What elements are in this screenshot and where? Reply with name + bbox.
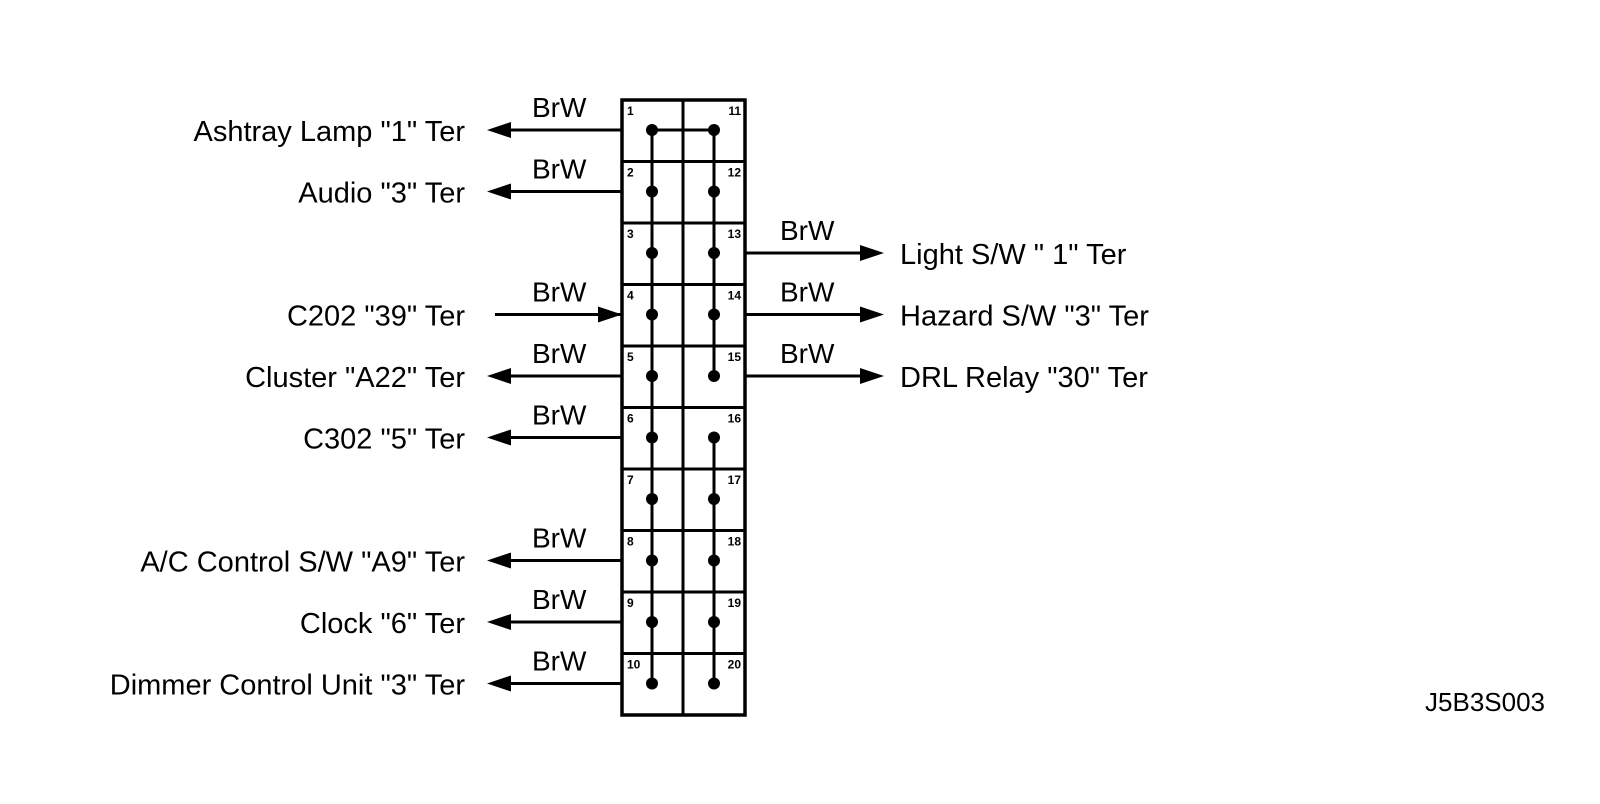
junction-dot: [646, 431, 658, 444]
pin-number: 4: [627, 289, 634, 303]
wire-color-label: BrW: [532, 92, 587, 123]
junction-dot: [708, 431, 720, 444]
pin-number: 13: [728, 227, 742, 241]
arrow-out-icon: [487, 183, 511, 200]
junction-dot: [708, 247, 720, 259]
arrow-out-icon: [487, 368, 511, 384]
wire-color-label: BrW: [532, 523, 587, 554]
pin-number: 11: [728, 104, 741, 118]
junction-dot: [708, 308, 720, 321]
connection-label: Light S/W " 1" Ter: [900, 239, 1127, 271]
junction-dot: [708, 185, 720, 198]
wire-color-label: BrW: [532, 584, 587, 615]
pin-number: 5: [627, 350, 634, 364]
connection-label: Hazard S/W "3" Ter: [900, 301, 1149, 333]
junction-dot: [708, 554, 720, 567]
arrow-in-icon: [598, 306, 622, 323]
arrow-out-icon: [860, 368, 884, 384]
junction-dot: [646, 124, 658, 136]
pin-number: 8: [627, 535, 634, 549]
junction-dot: [646, 185, 658, 198]
wire-color-label: BrW: [780, 277, 835, 308]
bus-lines: [646, 124, 720, 690]
pin-number: 12: [728, 166, 742, 180]
connection-label: Clock "6" Ter: [300, 608, 465, 640]
connection-label: A/C Control S/W "A9" Ter: [140, 547, 465, 579]
arrow-out-icon: [487, 614, 511, 630]
pin-number: 6: [627, 412, 634, 426]
arrow-out-icon: [860, 306, 884, 323]
junction-dot: [646, 370, 658, 382]
pin-number: 14: [728, 289, 742, 303]
pin-number: 7: [627, 473, 634, 487]
arrow-out-icon: [487, 675, 511, 692]
junction-dot: [646, 677, 658, 690]
junction-dot: [708, 677, 720, 690]
pin-number: 18: [728, 535, 742, 549]
pin-number: 19: [728, 596, 742, 610]
junction-dot: [708, 370, 720, 382]
wire-color-label: BrW: [532, 400, 587, 431]
connection-label: C202 "39" Ter: [287, 301, 465, 333]
arrow-out-icon: [860, 245, 884, 261]
pin-number: 1: [627, 104, 634, 118]
arrow-out-icon: [487, 552, 511, 569]
pin-number: 2: [627, 166, 634, 180]
pin-number: 17: [728, 473, 742, 487]
wire-color-label: BrW: [780, 215, 835, 246]
connection-label: Ashtray Lamp "1" Ter: [193, 116, 465, 148]
junction-dot: [646, 308, 658, 321]
arrow-out-icon: [487, 429, 511, 446]
pin-number: 16: [728, 412, 742, 426]
wire-color-label: BrW: [532, 154, 587, 185]
junction-dot: [646, 247, 658, 259]
pin-number: 3: [627, 227, 634, 241]
figure-code: J5B3S003: [1425, 687, 1545, 717]
junction-dot: [646, 554, 658, 567]
junction-dot: [708, 493, 720, 505]
connection-label: Dimmer Control Unit "3" Ter: [110, 670, 466, 702]
wire-color-label: BrW: [780, 338, 835, 369]
pin-number: 10: [627, 658, 641, 672]
wire-color-label: BrW: [532, 338, 587, 369]
wire-color-label: BrW: [532, 646, 587, 677]
junction-dot: [708, 124, 720, 136]
wire-color-label: BrW: [532, 277, 587, 308]
pin-number: 15: [728, 350, 742, 364]
connection-label: Audio "3" Ter: [298, 178, 465, 210]
junction-dot: [646, 616, 658, 628]
pin-number: 9: [627, 596, 634, 610]
connection-label: DRL Relay "30" Ter: [900, 362, 1148, 394]
connection-label: Cluster "A22" Ter: [245, 362, 465, 394]
arrow-out-icon: [487, 122, 511, 138]
pin-number: 20: [728, 658, 742, 672]
junction-dot: [646, 493, 658, 505]
connection-label: C302 "5" Ter: [303, 424, 465, 456]
junction-dot: [708, 616, 720, 628]
